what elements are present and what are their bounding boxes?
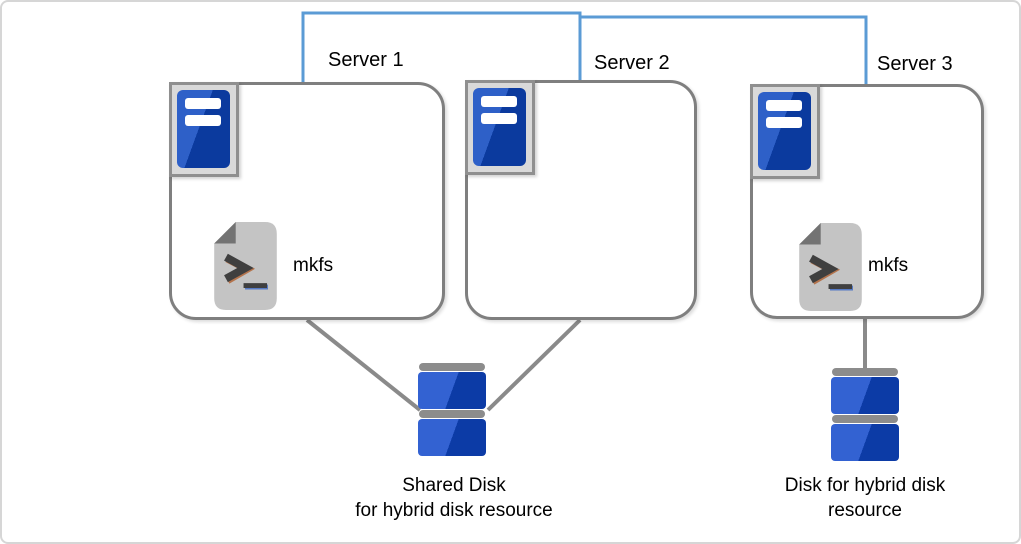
disk-cap: [832, 415, 898, 423]
server1-label: Server 1: [328, 49, 404, 71]
server3-shell-script-icon: [799, 223, 862, 311]
server-tower-body: [473, 88, 526, 166]
server-tower-body: [758, 92, 811, 170]
server3-server-tower-icon: [750, 84, 820, 179]
server2-box: [465, 80, 697, 320]
disk-cap: [419, 410, 485, 418]
interconnect-line-server2-server3: [580, 15, 868, 84]
server-slot: [185, 98, 221, 109]
disk-unit: [418, 372, 486, 409]
server3-label: Server 3: [877, 53, 953, 75]
disk-unit: [831, 377, 899, 414]
prompt-chevron: [809, 254, 839, 284]
server3-mkfs-label: mkfs: [868, 255, 909, 276]
script-fold-corner: [214, 222, 236, 244]
server1-server-tower-icon: [169, 82, 239, 177]
server-slot: [766, 100, 802, 111]
disk-cap: [419, 363, 485, 371]
server-slot: [766, 117, 802, 128]
server1-mkfs-label: mkfs: [293, 255, 334, 276]
shared-disk-label: Shared Disk for hybrid disk resource: [355, 475, 553, 521]
disk-cap: [832, 368, 898, 376]
shared-disk-stack-icon: [418, 363, 486, 457]
server1-shell-script-icon: [214, 222, 277, 310]
hybrid-disk-stack-icon: [831, 368, 899, 462]
link-line-server2-shared-disk: [486, 318, 582, 412]
server-slot: [481, 96, 517, 107]
link-line-server1-shared-disk: [305, 318, 422, 412]
script-fold-corner: [799, 223, 821, 245]
interconnect-line-server1-server2: [301, 11, 582, 83]
disk-unit: [418, 419, 486, 456]
server2-server-tower-icon: [465, 80, 535, 175]
server-tower-body: [177, 90, 230, 168]
hybrid-disk-label: Disk for hybrid disk resource: [784, 475, 946, 521]
server-slot: [185, 115, 221, 126]
server-slot: [481, 113, 517, 124]
prompt-chevron: [224, 253, 254, 283]
disk-unit: [831, 424, 899, 461]
server2-label: Server 2: [594, 52, 670, 74]
